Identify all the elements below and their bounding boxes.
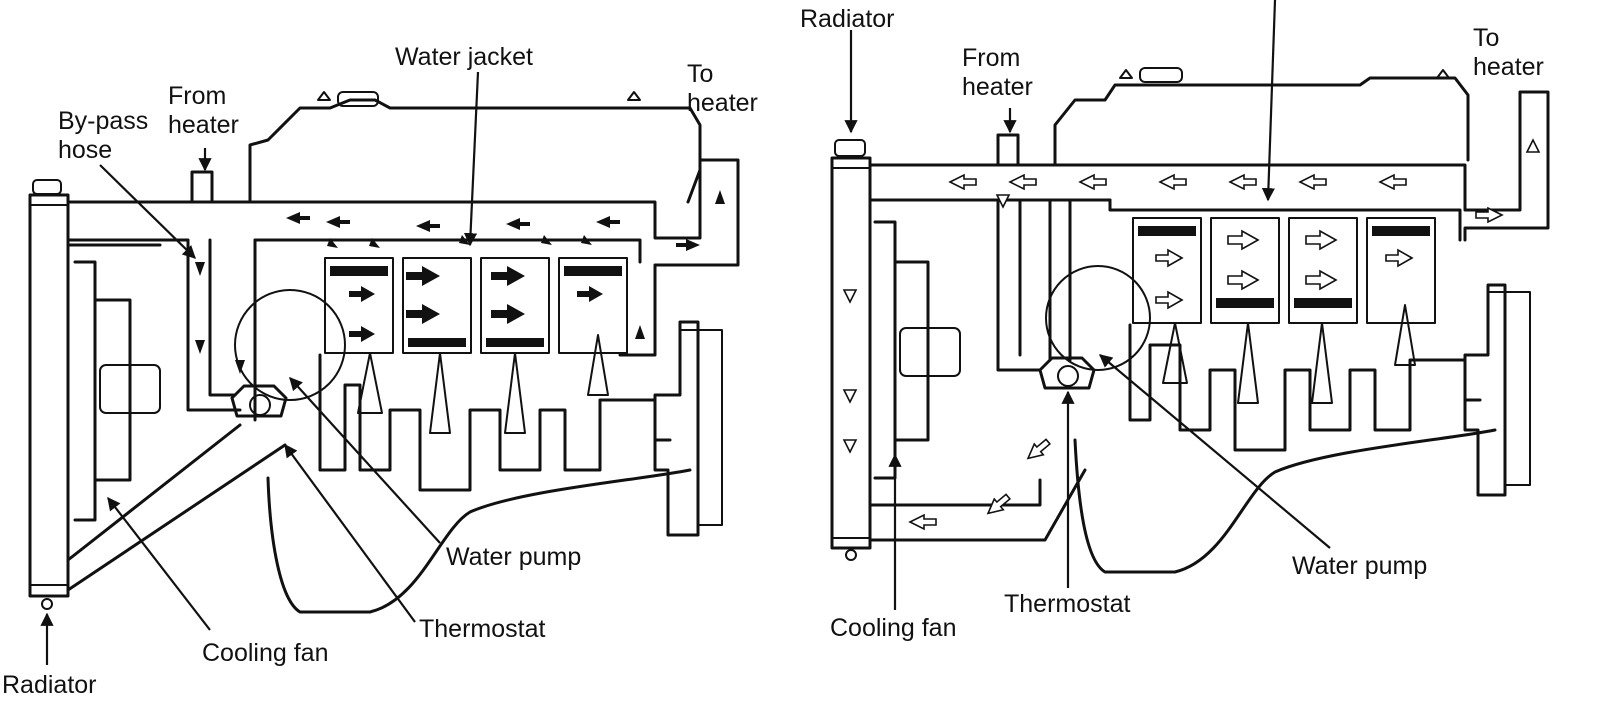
label-cooling-fan: Cooling fan [202,639,328,667]
label-from-heater-line2: heater [168,111,239,139]
label-to-heater-line2: heater [687,89,758,117]
left-cooling-fan [73,260,161,522]
left-engine-block [66,91,740,614]
left-cylinders [324,257,628,354]
label-radiator: Radiator [800,5,895,33]
label-water-pump: Water pump [446,543,581,571]
left-engine-diagram: Water jacket To heater From heater By-pa… [2,43,758,699]
label-water-pump: Water pump [1292,552,1427,580]
right-leader-lines [844,0,1331,610]
left-radiator [28,179,70,610]
left-leader-lines [40,71,480,665]
label-thermostat: Thermostat [1004,590,1130,618]
right-labels: Radiator From heater To heater Water pum… [800,5,1544,642]
label-thermostat: Thermostat [419,615,545,643]
label-to-heater-line2: heater [1473,53,1544,81]
label-radiator: Radiator [2,671,97,699]
label-from-heater-line2: heater [962,73,1033,101]
label-to-heater-line1: To [1473,24,1499,52]
label-from-heater-line1: From [168,82,226,110]
label-cooling-fan: Cooling fan [830,614,956,642]
right-cylinders [1132,217,1436,324]
label-from-heater-line1: From [962,44,1020,72]
label-bypass-line2: hose [58,136,112,164]
label-to-heater-line1: To [687,60,713,88]
left-labels: Water jacket To heater From heater By-pa… [2,43,758,699]
right-engine-diagram: Radiator From heater To heater Water pum… [800,0,1550,642]
right-flow-arrows [842,138,1541,531]
right-cooling-fan [873,220,961,480]
label-water-jacket: Water jacket [395,43,533,71]
left-flow-arrows [195,190,725,374]
label-bypass-line1: By-pass [58,107,148,135]
right-radiator [830,139,872,561]
right-engine-block [868,67,1550,574]
